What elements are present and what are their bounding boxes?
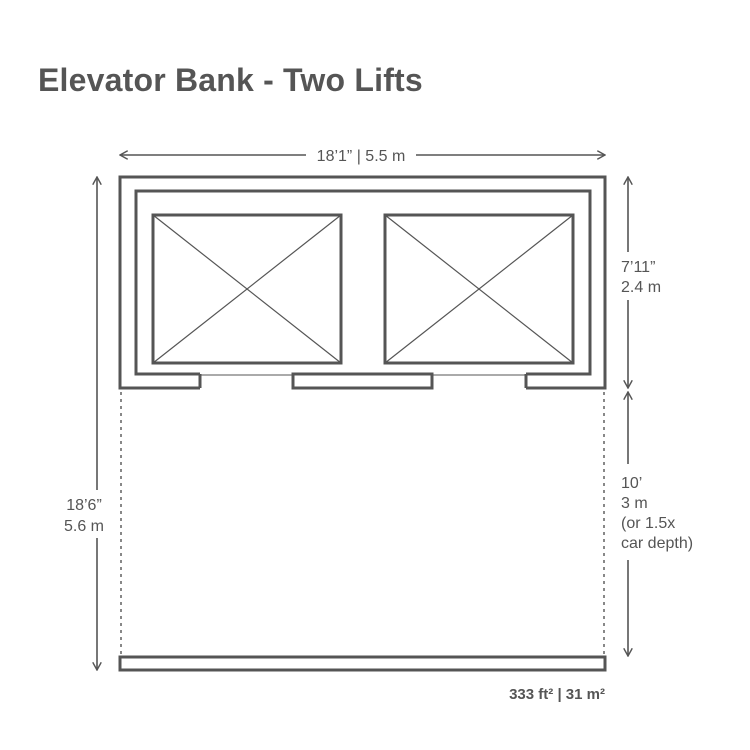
lobby-depth-metric: 3 m: [621, 495, 648, 512]
overall-depth-imperial: 18’6”: [66, 497, 102, 514]
depth-label-mask: [54, 490, 114, 538]
overall-depth-metric: 5.6 m: [64, 518, 104, 535]
area-label: 333 ft² | 31 m²: [509, 686, 605, 703]
lobby-depth-note-line2: car depth): [621, 535, 693, 552]
lobby-depth-note-line1: (or 1.5x: [621, 515, 675, 532]
width-dimension-label: 18’1” | 5.5 m: [317, 148, 406, 165]
shaft-depth-metric: 2.4 m: [621, 279, 661, 296]
shaft-wall: [118, 175, 607, 390]
elevator-car-left: [151, 213, 343, 365]
center-wall-segment: [291, 372, 434, 390]
lobby-depth-imperial: 10’: [621, 475, 642, 492]
shaft-depth-imperial: 7’11”: [621, 259, 655, 276]
lobby-clearance-lines: [120, 392, 605, 656]
diagram-title: Elevator Bank - Two Lifts: [38, 62, 423, 98]
opposite-wall: [118, 655, 607, 672]
elevator-car-right: [383, 213, 575, 365]
